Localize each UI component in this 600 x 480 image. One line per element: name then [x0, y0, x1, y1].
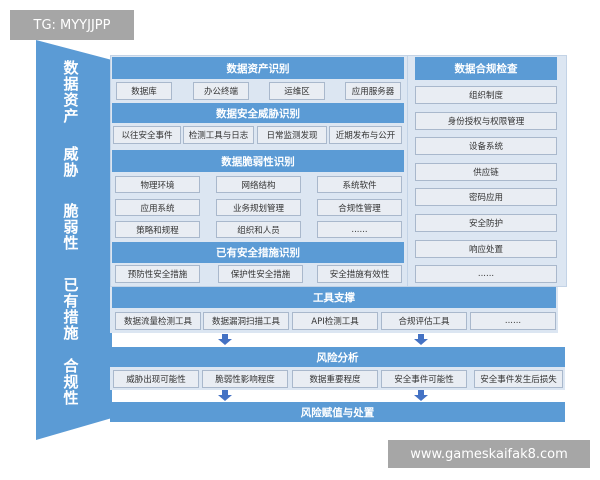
left-category-band [36, 40, 112, 440]
tool-item: API检测工具 [292, 312, 378, 330]
threat-item: 日常监测发现 [257, 126, 327, 144]
vulnerability-item: 组织和人员 [216, 221, 301, 238]
compliance-item: 供应链 [415, 163, 557, 181]
asset-item: 办公终端 [193, 82, 249, 100]
measure-item: 保护性安全措施 [218, 265, 303, 283]
compliance-item: 组织制度 [415, 86, 557, 104]
compliance-item: ...... [415, 265, 557, 283]
watermark-top-left: TG: MYYJJPP [10, 10, 134, 40]
side-label-existing-measures: 已有措施 [63, 276, 79, 342]
compliance-item: 响应处置 [415, 240, 557, 258]
tool-item: 数据流量检测工具 [115, 312, 201, 330]
vulnerability-item: 策略和规程 [115, 221, 200, 238]
asset-item: 数据库 [116, 82, 172, 100]
vulnerability-item: 应用系统 [115, 199, 200, 216]
header-tool-support: 工具支撑 [112, 287, 556, 308]
side-label-threat: 威胁 [63, 145, 79, 179]
asset-item: 运维区 [269, 82, 325, 100]
asset-item: 应用服务器 [345, 82, 401, 100]
header-threat-identification: 数据安全威胁识别 [112, 103, 404, 123]
header-compliance-check: 数据合规检查 [415, 57, 557, 80]
risk-analysis-item: 安全事件可能性 [381, 370, 467, 388]
tool-item: 数据漏洞扫描工具 [203, 312, 289, 330]
side-label-vulnerability: 脆弱性 [63, 202, 79, 252]
side-label-compliance: 合规性 [63, 357, 79, 407]
header-risk-analysis: 风险分析 [110, 347, 565, 367]
header-existing-measures: 已有安全措施识别 [112, 242, 404, 263]
down-arrow-icon [414, 390, 428, 402]
vulnerability-item: 物理环境 [115, 176, 200, 193]
threat-item: 近期发布与公开 [329, 126, 402, 144]
tool-item: ...... [470, 312, 556, 330]
vulnerability-item: 业务规划管理 [216, 199, 301, 216]
vulnerability-item: ...... [317, 221, 402, 238]
header-risk-valuation: 风险赋值与处置 [110, 402, 565, 422]
tool-item: 合规评估工具 [381, 312, 467, 330]
vulnerability-item: 合规性管理 [317, 199, 402, 216]
risk-analysis-item: 安全事件发生后损失 [474, 370, 563, 388]
vulnerability-item: 网络结构 [216, 176, 301, 193]
compliance-item: 身份授权与权限管理 [415, 112, 557, 130]
down-arrow-icon [218, 334, 232, 346]
risk-analysis-item: 脆弱性影响程度 [202, 370, 288, 388]
header-vulnerability-identification: 数据脆弱性识别 [112, 150, 404, 172]
header-asset-identification: 数据资产识别 [112, 57, 404, 79]
threat-item: 检测工具与日志 [183, 126, 254, 144]
risk-analysis-item: 威胁出现可能性 [113, 370, 199, 388]
vulnerability-item: 系统软件 [317, 176, 402, 193]
compliance-item: 设备系统 [415, 137, 557, 155]
side-label-data-assets: 数据资产 [63, 59, 79, 125]
measure-item: 预防性安全措施 [115, 265, 200, 283]
measure-item: 安全措施有效性 [317, 265, 402, 283]
watermark-bottom-right: www.gameskaifak8.com [388, 440, 590, 468]
compliance-item: 安全防护 [415, 214, 557, 232]
compliance-item: 密码应用 [415, 188, 557, 206]
down-arrow-icon [218, 390, 232, 402]
risk-analysis-item: 数据重要程度 [292, 370, 378, 388]
threat-item: 以往安全事件 [113, 126, 181, 144]
down-arrow-icon [414, 334, 428, 346]
